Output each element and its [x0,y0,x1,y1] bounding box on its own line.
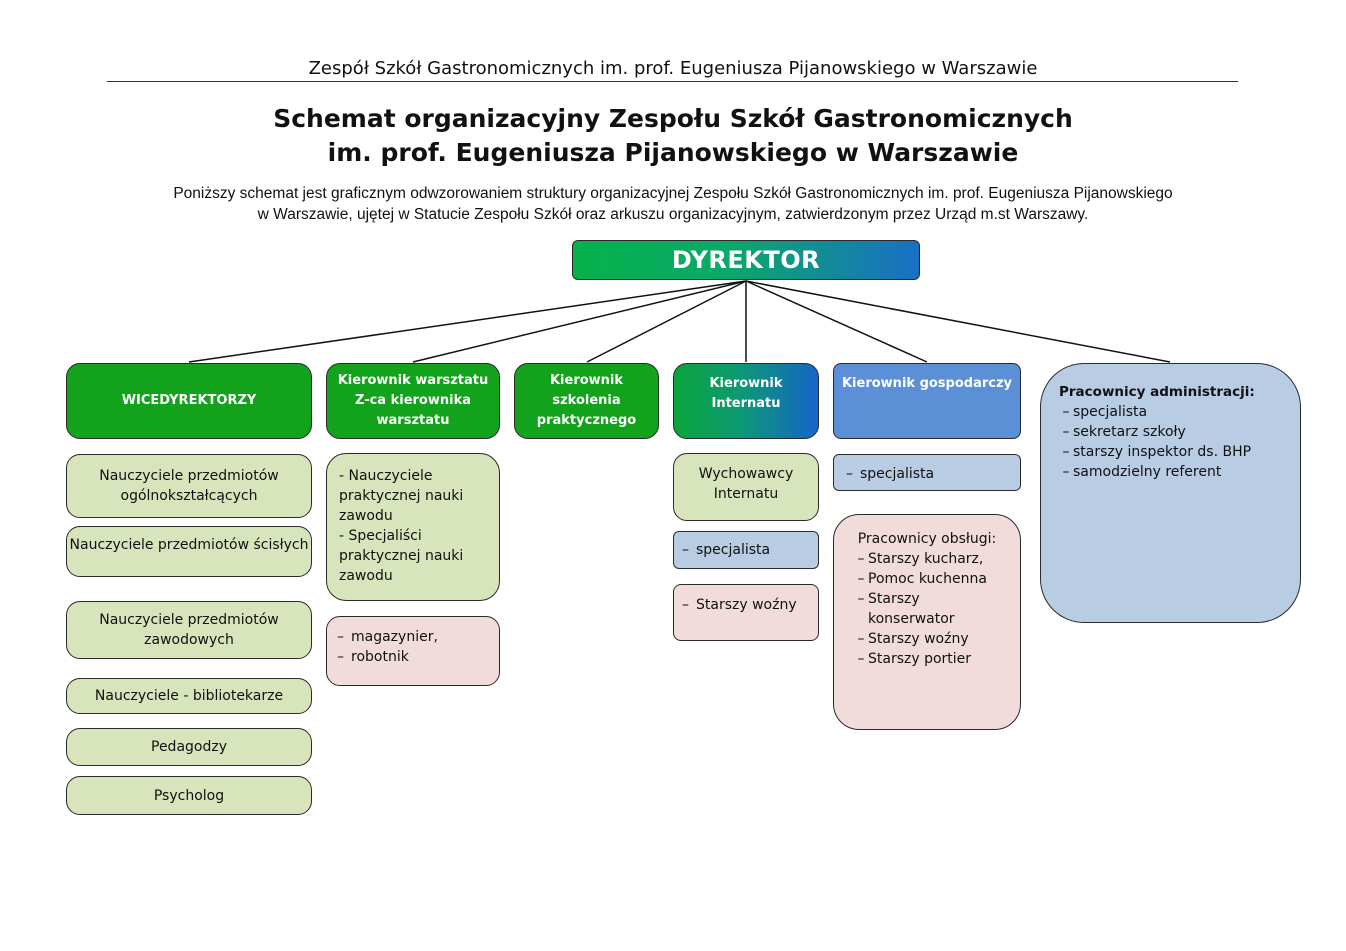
administration-item: specjalista [1059,402,1147,422]
practical-teachers-line: - Nauczyciele [339,468,433,484]
internat-specialist-label: specjalista [682,540,770,560]
wicedyrektorzy-box: WICEDYREKTORZY [66,363,312,439]
kierownik-gospodarczy-box: Kierownik gospodarczy [833,363,1021,439]
practical-teachers-line: praktycznej nauki [339,548,464,564]
service-staff-box: Pracownicy obsługi: Starszy kucharz, Pom… [833,514,1021,730]
service-staff-item: Starszy [854,589,920,609]
administration-item: starszy inspektor ds. BHP [1059,442,1251,462]
description: Poniższy schemat jest graficznym odwzoro… [120,183,1226,225]
warehouse-staff-item: robotnik [337,647,409,667]
service-staff-item: Starszy woźny [854,629,969,649]
internat-janitor-box: Starszy woźny [673,584,819,641]
title-line-2: im. prof. Eugeniusza Pijanowskiego w War… [327,138,1019,167]
kierownik-szkolenia-line-1: Kierownik [549,373,624,388]
kierownik-internatu-line-2: Internatu [711,396,781,411]
internat-janitor-label: Starszy woźny [682,595,797,615]
internat-specialist-box: specjalista [673,531,819,569]
teachers-science-box: Nauczyciele przedmiotów ścisłych [66,526,312,577]
gosp-specialist-box: specjalista [833,454,1021,491]
teachers-vocational-box: Nauczyciele przedmiotów zawodowych [66,601,312,659]
connector-administracja [745,280,1171,363]
tutors-line-2: Internatu [713,486,779,502]
service-staff-item-continued: konserwator [868,611,955,627]
pedagogues-box: Pedagodzy [66,728,312,766]
document-header: Zespół Szkół Gastronomicznych im. prof. … [308,58,1038,79]
service-staff-item: Starszy portier [854,649,971,669]
practical-teachers-line: praktycznej nauki [339,488,464,504]
psychologist-box: Psycholog [66,776,312,815]
kierownik-warsztatu-line-2: Z-ca kierownika [355,393,471,408]
kierownik-szkolenia-box: Kierownik szkolenia praktycznego [514,363,659,439]
service-staff-title: Pracownicy obsługi: [857,531,997,547]
connector-kierownik-gospodarczy [745,280,928,363]
service-staff-item: Pomoc kuchenna [854,569,987,589]
kierownik-warsztatu-line-1: Kierownik warsztatu [337,373,489,388]
administration-item: sekretarz szkoły [1059,422,1186,442]
kierownik-internatu-line-1: Kierownik [709,376,783,391]
practical-teachers-box: - Nauczyciele praktycznej nauki zawodu -… [326,453,500,601]
practical-teachers-line: zawodu [339,568,393,584]
kierownik-warsztatu-box: Kierownik warsztatu Z-ca kierownika wars… [326,363,500,439]
administration-title: Pracownicy administracji: [1059,384,1255,400]
director-box: DYREKTOR [572,240,920,280]
kierownik-szkolenia-line-3: praktycznego [536,413,637,428]
teachers-general-box: Nauczyciele przedmiotów ogólnokształcący… [66,454,312,518]
description-line-1: Poniższy schemat jest graficznym odwzoro… [173,185,1173,202]
tutors-line-1: Wychowawcy [698,466,794,482]
administration-box: Pracownicy administracji: specjalista se… [1040,363,1301,623]
title-line-1: Schemat organizacyjny Zespołu Szkół Gast… [273,104,1073,133]
kierownik-szkolenia-line-2: szkolenia [552,393,621,408]
warehouse-staff-item: magazynier, [337,627,438,647]
page-title: Schemat organizacyjny Zespołu Szkół Gast… [0,102,1346,170]
librarians-box: Nauczyciele - bibliotekarze [66,678,312,714]
service-staff-item: Starszy kucharz, [854,549,983,569]
connector-wicedyrektorzy [188,280,747,363]
practical-teachers-line: zawodu [339,508,393,524]
connector-kierownik-warsztatu [412,280,747,363]
description-line-2: w Warszawie, ujętej w Statucie Zespołu S… [257,206,1089,223]
gosp-specialist-label: specjalista [846,464,934,484]
administration-item: samodzielny referent [1059,462,1221,482]
warehouse-staff-box: magazynier, robotnik [326,616,500,686]
kierownik-warsztatu-line-3: warsztatu [376,413,450,428]
header-divider [107,81,1238,82]
connector-kierownik-szkolenia [586,280,747,363]
practical-teachers-line: - Specjaliści [339,528,422,544]
kierownik-internatu-box: Kierownik Internatu [673,363,819,439]
tutors-box: Wychowawcy Internatu [673,453,819,521]
